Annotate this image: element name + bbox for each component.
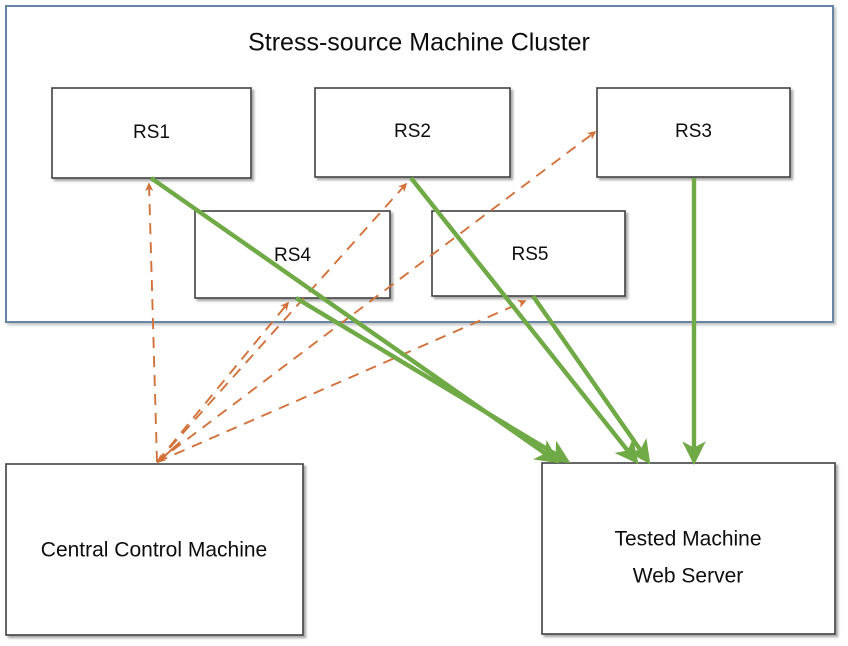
node-central-control-machine[interactable]: Central Control Machine <box>5 463 304 636</box>
node-rs4-box[interactable] <box>194 210 391 299</box>
node-central-control-machine-label: Central Control Machine <box>41 539 267 562</box>
node-tested-machine-label-line1: Tested Machine <box>614 528 761 551</box>
node-central-control-machine-box[interactable] <box>5 463 304 636</box>
node-rs1-label: RS1 <box>133 122 170 143</box>
node-tested-machine-label-line2: Web Server <box>633 565 744 588</box>
node-rs2-label: RS2 <box>394 121 431 142</box>
node-rs4-label: RS4 <box>274 245 311 266</box>
node-rs1[interactable]: RS1 <box>51 87 252 179</box>
node-rs3-box[interactable] <box>596 87 791 178</box>
node-rs3-label: RS3 <box>675 121 712 142</box>
control-edges <box>145 130 597 464</box>
node-rs2[interactable]: RS2 <box>314 87 511 178</box>
traffic-edge-rs5-to-tested <box>531 294 651 465</box>
control-edge-central-to-rs1 <box>145 182 158 463</box>
control-edge-central-to-rs4 <box>156 301 290 463</box>
control-edge-central-to-rs2 <box>156 182 408 463</box>
node-tested-machine[interactable]: Tested Machine Web Server <box>541 462 836 635</box>
node-rs2-box[interactable] <box>314 87 511 178</box>
control-edge-converge-marker <box>156 441 181 464</box>
node-rs5[interactable]: RS5 <box>431 210 626 297</box>
node-rs4[interactable]: RS4 <box>194 210 391 299</box>
node-rs3[interactable]: RS3 <box>596 87 791 178</box>
node-rs5-label: RS5 <box>512 244 549 265</box>
control-edge-central-to-rs3 <box>156 130 597 463</box>
control-edge-central-to-rs5 <box>156 300 527 463</box>
cluster-title: Stress-source Machine Cluster <box>248 29 590 57</box>
traffic-edge-rs2-to-tested <box>409 176 639 465</box>
node-rs5-box[interactable] <box>431 210 626 297</box>
node-tested-machine-box[interactable] <box>541 462 836 635</box>
node-rs1-box[interactable] <box>51 87 252 179</box>
traffic-edges <box>149 176 706 466</box>
traffic-edge-rs4-to-tested <box>294 296 571 464</box>
